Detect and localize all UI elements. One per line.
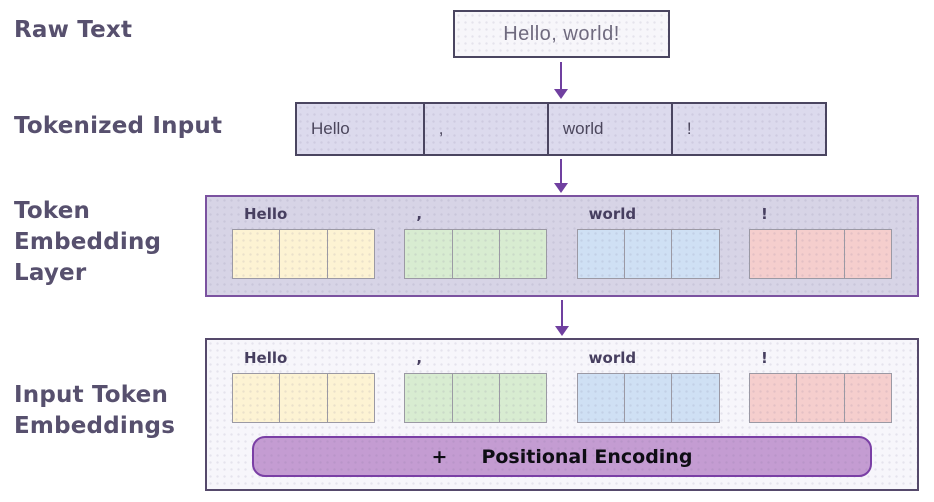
embedding-cell (797, 230, 845, 278)
arrow-shaft (561, 300, 563, 328)
token-text: world (562, 119, 604, 138)
arrow-shaft (560, 159, 562, 185)
token-cell: world (549, 104, 673, 154)
plus-operator: + (431, 445, 448, 468)
embedding-vector (748, 229, 892, 279)
embedding-cell (845, 230, 891, 278)
embedding-cell (280, 374, 328, 422)
embedding-groups: Hello , world ! (232, 349, 892, 423)
token-embedding-group: world (576, 205, 720, 279)
token-embedding-group: Hello (232, 205, 375, 279)
flow-arrow-down-icon (555, 300, 569, 336)
embedding-cell (625, 374, 673, 422)
embedding-cell (405, 230, 453, 278)
arrow-head (554, 89, 568, 99)
arrow-head (555, 326, 569, 336)
token-embedding-group: world (576, 349, 720, 423)
token-label: Hello (244, 205, 288, 223)
raw-text-value: Hello, world! (503, 22, 620, 45)
embedding-cell (233, 374, 281, 422)
embedding-cell (233, 230, 281, 278)
stage-label-input-token-embeddings: Input Token Embeddings (14, 382, 176, 439)
embedding-vector (232, 373, 375, 423)
token-text: ! (686, 119, 692, 138)
token-cell: ! (673, 104, 825, 154)
raw-text-box: Hello, world! (453, 10, 670, 58)
embedding-vector (232, 229, 375, 279)
embedding-cell (280, 230, 328, 278)
embedding-cell (500, 374, 546, 422)
embedding-cell (672, 230, 718, 278)
embedding-vector (748, 373, 892, 423)
token-cell: , (425, 104, 549, 154)
embedding-cell (328, 230, 374, 278)
token-embedding-group: ! (748, 205, 892, 279)
embedding-cell (578, 374, 625, 422)
embedding-cell (500, 230, 546, 278)
embedding-cell (453, 230, 500, 278)
input-token-embeddings-box: Hello , world ! (205, 338, 919, 491)
tokenized-input-row: Hello , world ! (295, 102, 827, 156)
embedding-vector (576, 229, 720, 279)
embedding-cell (750, 374, 798, 422)
embedding-cell (625, 230, 673, 278)
embedding-cell (578, 230, 625, 278)
token-label: world (588, 205, 637, 223)
embedding-cell (672, 374, 718, 422)
arrow-head (554, 183, 568, 193)
token-cell: Hello (297, 104, 425, 154)
stage-label-token-embedding-layer: Token Embedding Layer (14, 198, 162, 286)
embedding-cell (845, 374, 891, 422)
token-embedding-group: ! (748, 349, 892, 423)
stage-label-tokenized-input: Tokenized Input (14, 113, 223, 139)
token-label: , (416, 349, 423, 367)
arrow-shaft (560, 62, 562, 91)
embedding-cell (328, 374, 374, 422)
embedding-groups: Hello , world ! (232, 205, 892, 279)
embedding-vector (404, 373, 548, 423)
token-text: , (438, 119, 444, 138)
flow-arrow-down-icon (554, 62, 568, 99)
embedding-cell (797, 374, 845, 422)
embedding-cell (453, 374, 500, 422)
token-label: ! (760, 349, 768, 367)
positional-encoding-label: Positional Encoding (481, 445, 693, 468)
flow-arrow-down-icon (554, 159, 568, 193)
token-label: ! (760, 205, 768, 223)
embedding-cell (405, 374, 453, 422)
token-label: , (416, 205, 423, 223)
token-label: world (588, 349, 637, 367)
embedding-vector (404, 229, 548, 279)
token-text: Hello (311, 119, 350, 138)
stage-label-raw-text: Raw Text (14, 17, 133, 43)
embedding-vector (576, 373, 720, 423)
token-embedding-group: , (404, 349, 548, 423)
token-label: Hello (244, 349, 288, 367)
token-embedding-layer-box: Hello , world ! (205, 195, 919, 297)
token-embedding-group: Hello (232, 349, 375, 423)
positional-encoding-pill: + Positional Encoding (252, 436, 872, 477)
token-embedding-group: , (404, 205, 548, 279)
embedding-cell (750, 230, 798, 278)
